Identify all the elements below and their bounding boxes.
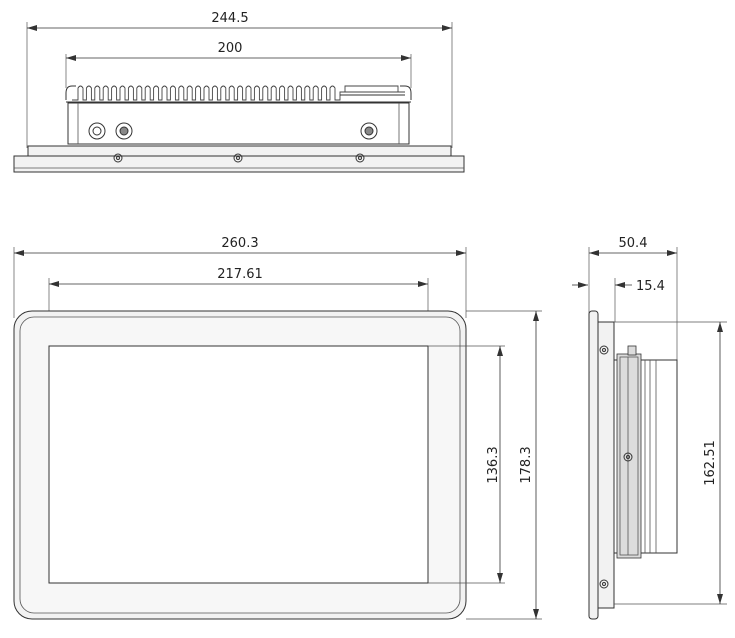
heatsink-block (344, 85, 399, 92)
dim-side-panel: 15.4 (572, 278, 665, 322)
dim-label-front-overall: 260.3 (221, 236, 258, 251)
dim-front-screen-height: 136.3 (428, 345, 505, 584)
front-view: 260.3 217.61 136.3 (13, 236, 542, 620)
mount-screw-2 (233, 153, 243, 163)
dim-label-top-overall: 244.5 (211, 11, 248, 26)
dim-front-overall-height: 178.3 (466, 310, 542, 620)
mount-screw-3 (355, 153, 365, 163)
heatsink-fins (72, 85, 405, 101)
dim-label-front-screen-height: 136.3 (486, 446, 501, 483)
dim-label-side-panel: 15.4 (636, 279, 665, 294)
dim-top-body: 200 (65, 41, 412, 88)
dim-label-front-screen-width: 217.61 (217, 267, 263, 282)
top-view: 244.5 200 (13, 11, 465, 173)
dim-front-overall: 260.3 (13, 236, 467, 318)
dim-label-side-body-height: 162.51 (703, 440, 718, 486)
dim-label-side-overall: 50.4 (619, 236, 648, 251)
side-bezel (588, 310, 599, 620)
mount-screw-1 (113, 153, 123, 163)
dim-top-overall: 244.5 (26, 11, 453, 148)
display-screen (48, 345, 429, 584)
side-connector (623, 452, 633, 462)
dim-side-overall: 50.4 (588, 236, 678, 360)
dim-label-top-body: 200 (218, 41, 243, 56)
side-screw-top (599, 345, 609, 355)
heatsink-base (65, 85, 412, 100)
side-view: 50.4 15.4 (572, 236, 727, 620)
side-screw-bottom (599, 579, 609, 589)
connector-1 (88, 122, 106, 140)
connector-2 (115, 122, 133, 140)
fin-profile (72, 85, 405, 101)
dim-label-front-overall-height: 178.3 (519, 446, 534, 483)
dim-side-body-height: 162.51 (614, 321, 727, 605)
connector-3 (360, 122, 378, 140)
